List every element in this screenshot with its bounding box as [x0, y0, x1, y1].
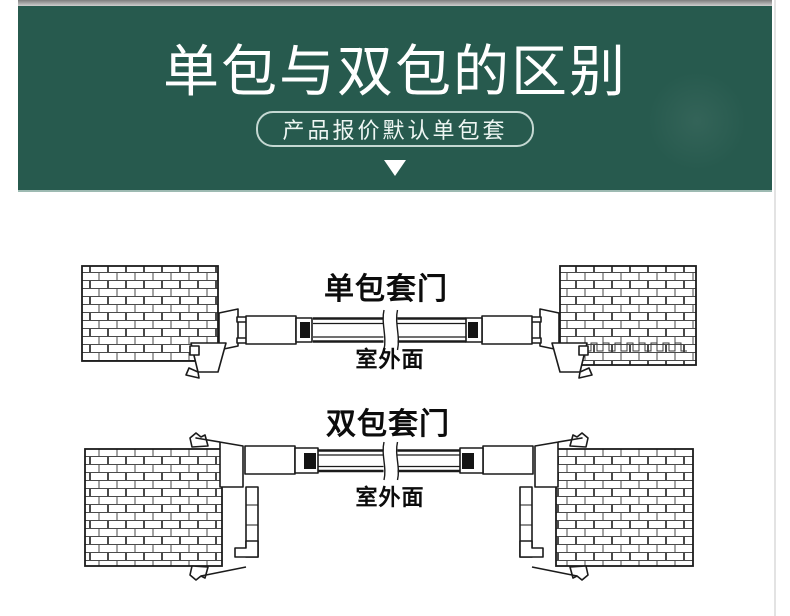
diagram1-door-leaf [313, 309, 466, 351]
break-mark [382, 309, 400, 351]
diagram2-left-frame [189, 432, 319, 581]
banner-subtitle-pill: 产品报价默认单包套 [256, 111, 534, 147]
diagram1-title: 单包套门 [324, 273, 448, 306]
down-arrow-icon [384, 160, 406, 176]
window-top-strip [18, 0, 772, 6]
break-mark [382, 441, 400, 481]
diagram2-right-wall [555, 448, 694, 567]
diagram2-outdoor-label: 室外面 [355, 485, 425, 510]
diagram1-left-frame [185, 308, 313, 379]
banner-title: 单包与双包的区别 [163, 40, 627, 103]
diagram1-drawing [81, 265, 697, 379]
diagram2-title: 双包套门 [326, 408, 450, 441]
diagram1-outdoor-label: 室外面 [355, 347, 425, 372]
banner-subtitle: 产品报价默认单包套 [282, 118, 508, 143]
diagram2-left-wall [84, 448, 223, 567]
diagram2-drawing [84, 432, 694, 581]
page-right-border [774, 0, 776, 616]
diagram2-door-leaf [318, 441, 460, 481]
header-banner: 单包与双包的区别 产品报价默认单包套 [18, 6, 772, 192]
